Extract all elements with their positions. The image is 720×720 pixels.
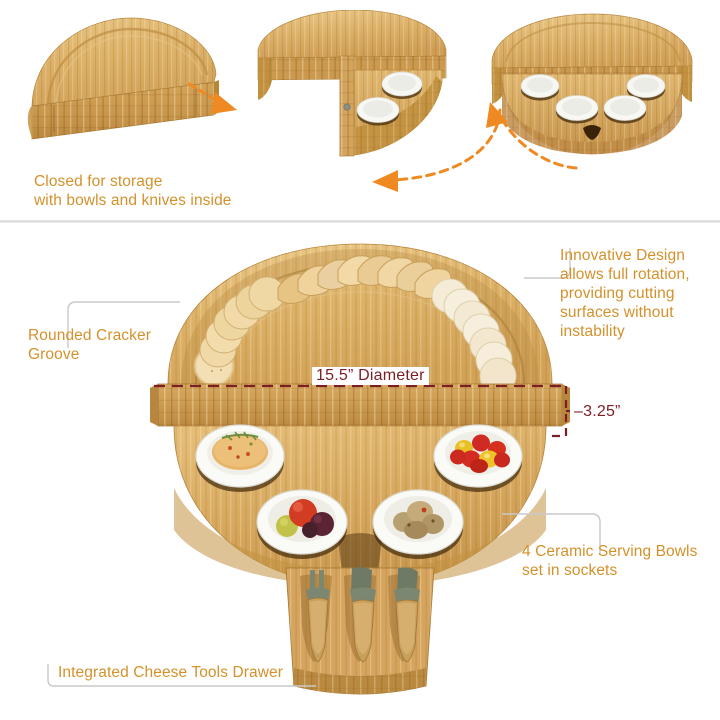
half-open-board-illustration	[257, 9, 447, 157]
bowl-mushrooms	[372, 489, 464, 559]
half-open-board-panel	[250, 9, 465, 180]
height-dimension-label: –3.25”	[570, 403, 625, 421]
closed-board-panel	[18, 12, 233, 172]
dashed-arrow-down-right-icon	[187, 82, 237, 114]
cracker-groove-leader-line	[67, 301, 180, 348]
curved-dashed-arrow-left-2-icon	[486, 102, 578, 170]
ceramic-bowls-leader-line	[502, 513, 601, 554]
diameter-dimension-line	[154, 384, 562, 388]
main-board-illustration	[150, 238, 570, 708]
tools-drawer-leader-line	[47, 664, 316, 687]
callout-tools-drawer: Integrated Cheese Tools Drawer	[58, 664, 284, 681]
main-board-svg	[150, 243, 570, 695]
bowl-cheese-spread	[195, 424, 285, 492]
cracker-group-right	[431, 278, 517, 395]
cracker-group-left	[193, 276, 286, 387]
diameter-dimension-label: 15.5” Diameter	[312, 367, 429, 385]
bread-slice-group	[277, 255, 452, 304]
fully-rotated-board-panel	[480, 12, 708, 172]
bowl-tomatoes	[433, 424, 523, 492]
cheese-fork	[306, 570, 330, 663]
cheese-spreader	[350, 567, 376, 663]
curved-dashed-arrow-left-icon	[372, 108, 502, 192]
fully-rotated-board-illustration	[491, 13, 693, 155]
callout-ceramic-bowls: 4 Ceramic Serving Bowls set in sockets	[522, 543, 698, 579]
cheese-tools-drawer	[285, 567, 435, 695]
section-divider	[0, 220, 720, 223]
closed-board-illustration	[27, 17, 219, 140]
cheese-knife	[394, 567, 420, 663]
callout-innovative-design: Innovative Design allows full rotation, …	[560, 247, 690, 340]
innovative-design-leader-line	[524, 248, 571, 279]
callout-cracker-groove: Rounded Cracker Groove	[28, 327, 151, 363]
bowl-olives	[256, 489, 348, 559]
closed-storage-caption: Closed for storage with bowls and knives…	[34, 173, 232, 209]
